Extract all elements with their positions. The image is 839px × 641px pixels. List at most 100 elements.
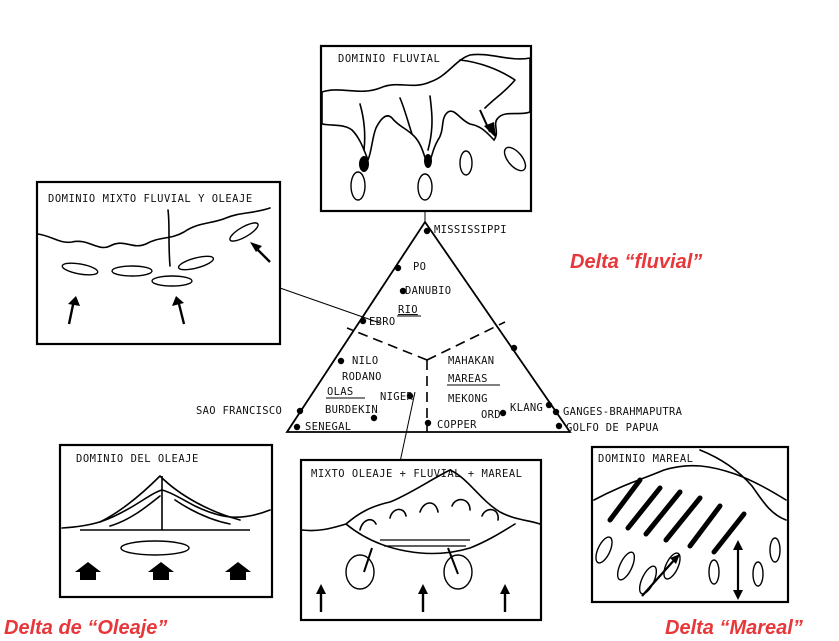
label-nilo: NILO (352, 355, 379, 367)
label-copper: COPPER (437, 419, 477, 431)
mixto-all-ebb-arrow-1 (363, 547, 373, 573)
point-mississippi (423, 227, 431, 235)
panel-dominio-mareal: DOMINIO MAREAL (590, 445, 790, 604)
mixto-fluvial-bar-5 (229, 222, 259, 242)
mareal-sand-ridge-7 (769, 537, 781, 563)
label-ganges-brahmaputra: GANGES-BRAHMAPUTRA (563, 406, 683, 418)
apex-label-rio: RIO (398, 304, 418, 316)
point-ganges (552, 408, 560, 416)
mixto-fluvial-wave-arrow-1-head (68, 296, 80, 306)
oleaje-beach-ridges-inner (99, 475, 241, 523)
oleaje-ridge-lines (109, 495, 231, 527)
mareal-river (699, 449, 787, 521)
mareal-sand-ridge-5 (708, 559, 720, 585)
mixto-all-shoreline (345, 523, 516, 555)
point-burdekin (370, 414, 378, 422)
point-po (394, 264, 402, 272)
panel-mixto-all-title: MIXTO OLEAJE + FLUVIAL + MAREAL (311, 468, 522, 480)
label-danubio: DANUBIO (405, 285, 451, 297)
point-sao-francisco (296, 407, 304, 415)
mixto-fluvial-coastline (37, 207, 271, 249)
mareal-sand-ridge-6 (752, 561, 764, 587)
mixto-all-ebb-arrow-2 (447, 547, 459, 575)
point-ebro (359, 317, 367, 325)
panel-mixto-fluvial-title: DOMINIO MIXTO FLUVIAL Y OLEAJE (48, 193, 253, 205)
apex-label-mareas: MAREAS (448, 373, 488, 385)
point-nilo (337, 357, 345, 365)
fluvial-bar-3 (459, 150, 473, 176)
mareal-tidal-ridges (607, 477, 747, 555)
delta-labels: MISSISSIPPI PO DANUBIO EBRO NILO RODANO … (196, 224, 683, 434)
leader-line-mixto-all (399, 391, 416, 463)
caption-delta-mareal: Delta “Mareal” (665, 617, 803, 639)
label-sao-francisco: SAO FRANCISCO (196, 405, 282, 417)
label-mississippi: MISSISSIPPI (434, 224, 507, 236)
point-copper (424, 419, 432, 427)
fluvial-mouth-2 (424, 154, 432, 168)
fluvial-distributary-2 (427, 95, 433, 151)
oleaje-wave-arrow-1 (75, 562, 101, 580)
mixto-all-wave-arrow-3-head (500, 584, 510, 594)
oleaje-mouth-bar (120, 540, 190, 556)
panel-mareal-title: DOMINIO MAREAL (598, 453, 694, 465)
fluvial-distributary-3 (359, 103, 366, 151)
fluvial-mouth-1 (359, 156, 369, 172)
mixto-all-delta-front (301, 469, 541, 532)
label-klang: KLANG (510, 402, 543, 414)
fluvial-bar-4 (503, 146, 527, 172)
caption-delta-oleaje: Delta de “Oleaje” (4, 617, 167, 639)
mixto-all-tidal-creeks (359, 498, 499, 531)
delta-points (293, 227, 563, 431)
label-golfo-de-papua: GOLFO DE PAPUA (566, 422, 659, 434)
fluvial-bar-2 (417, 173, 433, 201)
mixto-all-wave-arrow-1-head (316, 584, 326, 594)
label-mahakan: MAHAKAN (448, 355, 494, 367)
mareal-diag-arrow-shaft (641, 557, 677, 597)
point-ord (499, 409, 507, 417)
label-rodano: RODANO (342, 371, 382, 383)
point-senegal (293, 423, 301, 431)
leader-line-mixto-fluvial (279, 287, 381, 324)
mixto-fluvial-river (167, 209, 171, 267)
mareal-tidal-arrow-down (733, 590, 743, 600)
label-ord: ORD (481, 409, 501, 421)
fluvial-bar-1 (350, 171, 366, 201)
mixto-fluvial-bar-4 (177, 255, 215, 271)
panel-dominio-fluvial: DOMINIO FLUVIAL (319, 44, 533, 213)
label-senegal: SENEGAL (305, 421, 351, 433)
panel-mixto-fluvial-oleaje: DOMINIO MIXTO FLUVIAL Y OLEAJE (35, 180, 282, 346)
point-danubio (399, 287, 407, 295)
mareal-diag-arrow-head (670, 554, 680, 564)
mixto-all-bar-1 (345, 554, 375, 590)
fluvial-river-channel (459, 59, 516, 109)
mixto-fluvial-wave-arrow-2-head (172, 296, 184, 306)
apex-label-olas: OLAS (327, 386, 354, 398)
fluvial-distributary-1 (399, 97, 413, 135)
triangle-outline (285, 220, 572, 433)
panel-oleaje-title: DOMINIO DEL OLEAJE (76, 453, 199, 465)
divider-rio-mareas (426, 321, 506, 361)
point-klang (545, 401, 553, 409)
mareal-tidal-arrow-up (733, 540, 743, 550)
mixto-all-wave-arrow-2-head (418, 584, 428, 594)
point-niger (406, 392, 414, 400)
fluvial-arrowhead (484, 122, 496, 138)
divider-rio-olas (346, 327, 428, 361)
label-po: PO (413, 261, 426, 273)
label-mekong: MEKONG (448, 393, 488, 405)
label-ebro: EBRO (369, 316, 396, 328)
point-mahakan (510, 344, 518, 352)
ternary-triangle (285, 220, 572, 433)
mixto-fluvial-wave-arrow-3-head (250, 242, 262, 252)
oleaje-wave-arrow-2 (148, 562, 174, 580)
mareal-sand-ridge-1 (595, 536, 613, 564)
mixto-fluvial-bar-1 (61, 262, 99, 276)
mareal-sand-ridge-2 (616, 551, 636, 581)
label-niger: NIGER (380, 391, 413, 403)
label-burdekin: BURDEKIN (325, 404, 378, 416)
mareal-upper-plain (593, 464, 787, 501)
mixto-fluvial-bar-3 (151, 275, 193, 287)
panel-dominio-oleaje: DOMINIO DEL OLEAJE (58, 443, 274, 599)
caption-delta-fluvial: Delta “fluvial” (570, 251, 702, 273)
